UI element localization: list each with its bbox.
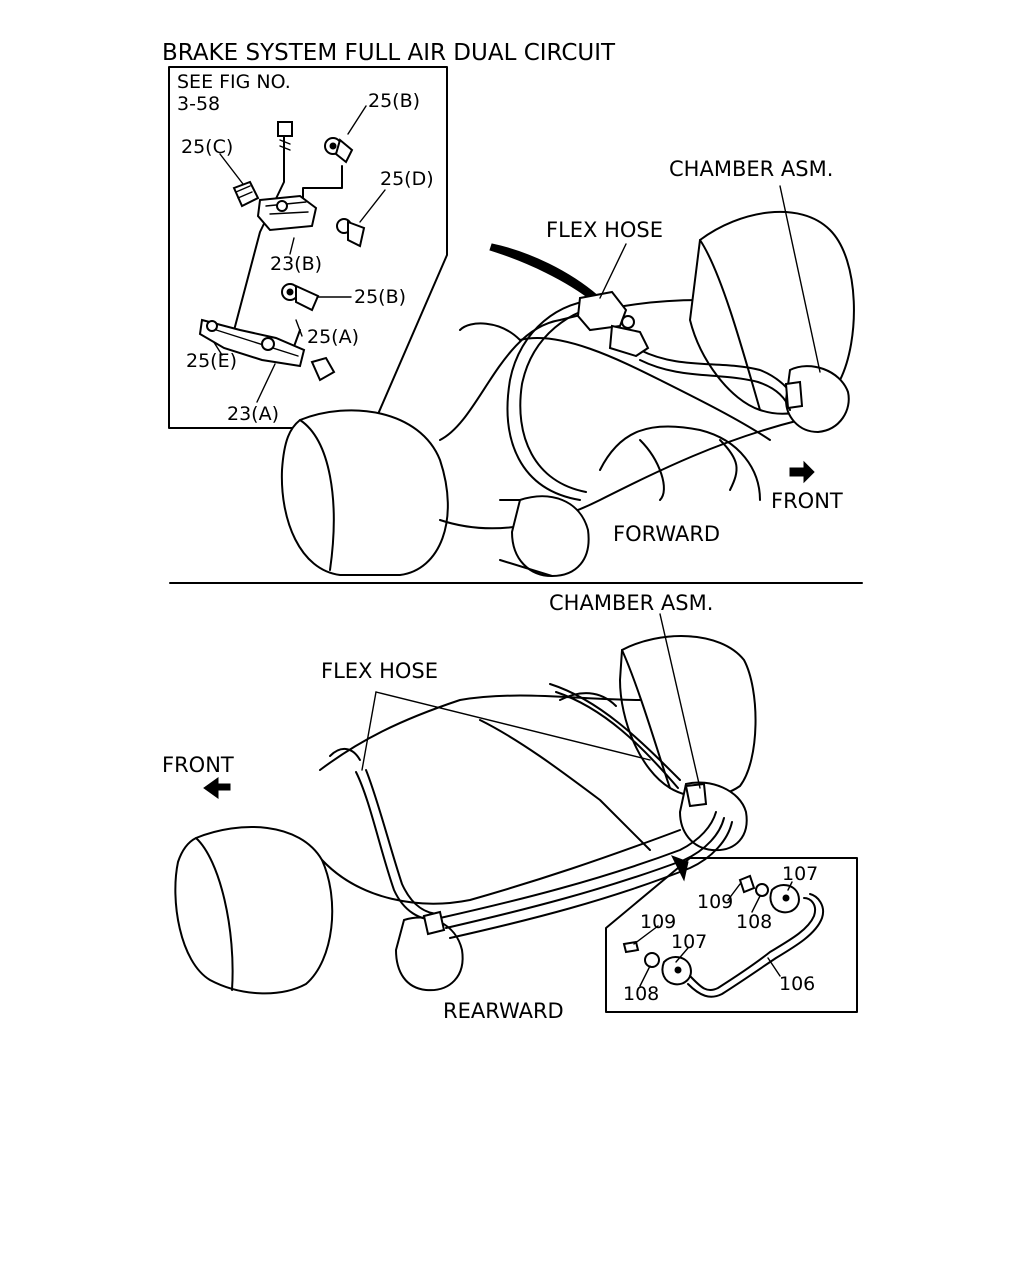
arrow-icon [789, 460, 815, 484]
see-fig-number: 3-58 [177, 93, 220, 115]
callout-109-upper: 109 [697, 891, 733, 913]
elbow-25b-lower [281, 283, 320, 312]
callout-25c: 25(C) [181, 136, 233, 158]
callout-107-upper: 107 [782, 863, 818, 885]
forward-front-label: FRONT [771, 489, 843, 513]
callout-25e: 25(E) [186, 350, 237, 372]
callout-25b-lower: 25(B) [354, 286, 406, 308]
callout-23b: 23(B) [270, 253, 322, 275]
inset-bottom: 107 109 108 109 107 108 106 [605, 857, 858, 1013]
forward-axle-illustration: CHAMBER ASM. FLEX HOSE FRONT FORWARD [280, 157, 855, 578]
rearward-flex-hose-label: FLEX HOSE [321, 659, 438, 683]
callout-109-lower: 109 [640, 911, 676, 933]
callout-23a: 23(A) [227, 403, 279, 425]
callout-25a: 25(A) [307, 326, 359, 348]
rearward-chamber-label: CHAMBER ASM. [549, 591, 713, 615]
inset-top: SEE FIG NO. 3-58 25(B) 25(C) 25(D) 23(B)… [168, 66, 448, 429]
forward-axle-label: FORWARD [613, 522, 720, 546]
callout-107-lower: 107 [671, 931, 707, 953]
fitting-25a [310, 356, 336, 382]
forward-flex-hose-label: FLEX HOSE [546, 218, 663, 242]
see-fig-ref: SEE FIG NO. [177, 71, 291, 93]
callout-108-lower: 108 [623, 983, 659, 1005]
callout-25b-upper: 25(B) [368, 90, 420, 112]
elbow-25b-upper [324, 137, 354, 164]
valve-23a [198, 318, 306, 368]
callout-108-upper: 108 [736, 911, 772, 933]
valve-23b [256, 194, 318, 232]
rearward-axle-illustration: CHAMBER ASM. FLEX HOSE FRONT REARWARD [162, 591, 757, 1023]
callout-106: 106 [779, 973, 815, 995]
callout-25d: 25(D) [380, 168, 434, 190]
arrow-icon [203, 777, 231, 799]
rearward-front-label: FRONT [162, 753, 234, 777]
rearward-axle-label: REARWARD [443, 999, 564, 1023]
diagram-title: BRAKE SYSTEM FULL AIR DUAL CIRCUIT [162, 40, 616, 66]
elbow-25d [336, 218, 366, 248]
forward-chamber-label: CHAMBER ASM. [669, 157, 833, 181]
fitting-25c [232, 180, 260, 208]
